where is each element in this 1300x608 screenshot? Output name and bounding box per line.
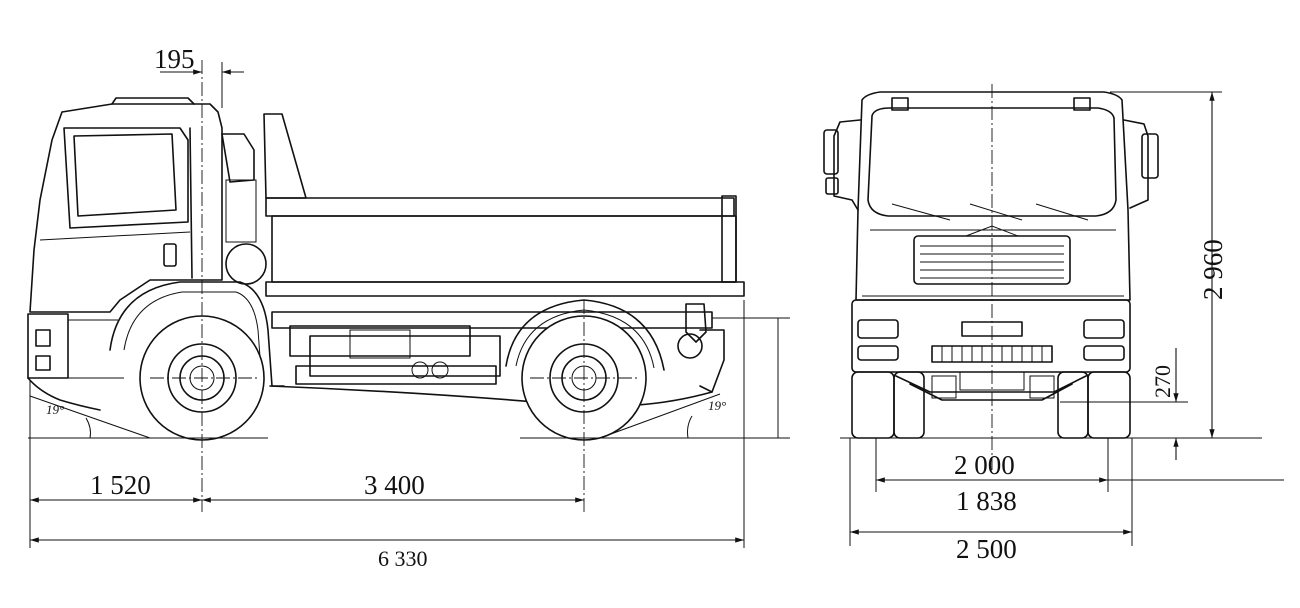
dim-wheelbase: 3 400 <box>364 470 425 500</box>
dim-ground-clearance: 270 <box>1150 365 1175 398</box>
cab-side <box>27 97 285 387</box>
dim-front-overhang: 1 520 <box>90 470 151 500</box>
approach-angle-label: 19° <box>46 402 64 417</box>
dim-overall-length: 6 330 <box>378 546 428 571</box>
front-view: 2 960 270 2 000 1 838 2 500 <box>823 84 1284 564</box>
dim-cab-offset: 195 <box>154 44 195 74</box>
cab-front <box>823 91 1159 301</box>
bumper-front <box>851 299 1131 373</box>
dim-height: 2 960 <box>1198 239 1228 300</box>
wheels-front <box>851 371 1131 439</box>
dim-overall-width: 2 500 <box>956 534 1017 564</box>
dim-track-rear: 1 838 <box>956 486 1017 516</box>
side-view: 19° 19° 195 1 520 3 400 6 330 <box>27 44 790 571</box>
departure-angle-label: 19° <box>708 398 726 413</box>
dim-track-front: 2 000 <box>954 450 1015 480</box>
dump-body-side <box>263 113 745 297</box>
chassis-side <box>271 299 725 393</box>
